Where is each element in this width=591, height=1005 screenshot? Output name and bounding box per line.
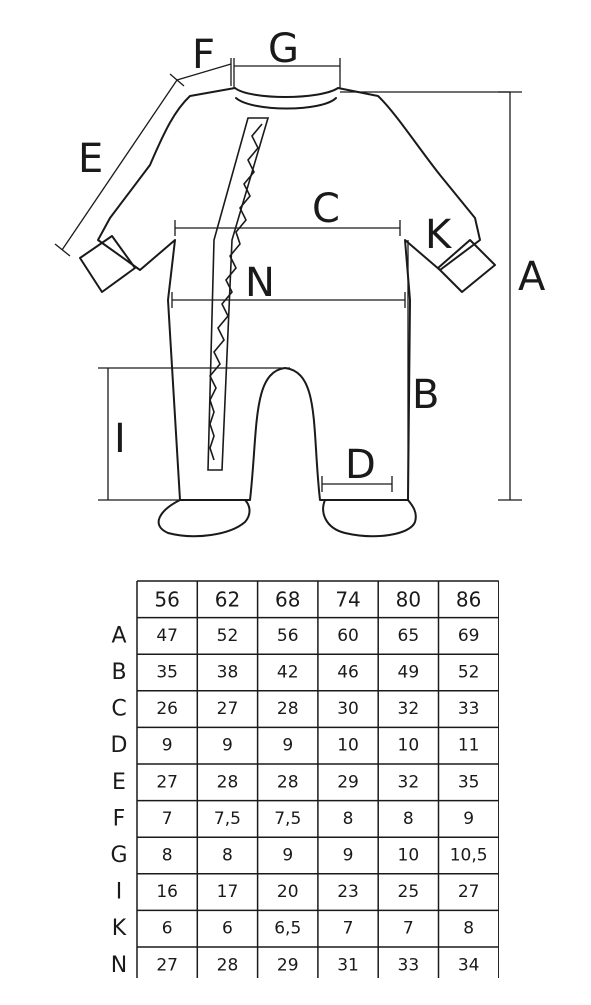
- table-cell: 29: [277, 955, 299, 975]
- table-grid: [136, 580, 499, 978]
- table-cell: 6,5: [274, 919, 301, 939]
- table-cell: 7,5: [214, 809, 241, 829]
- table-cell: 69: [458, 626, 480, 646]
- table-cell: 35: [458, 772, 480, 792]
- table-cell: 9: [162, 736, 173, 756]
- table-cell: 27: [217, 699, 239, 719]
- table-cell: 10,5: [450, 846, 488, 866]
- table-cell: 52: [458, 663, 480, 683]
- label-i: I: [114, 416, 126, 462]
- size-header: 86: [456, 587, 481, 611]
- table-cell: 9: [282, 846, 293, 866]
- table-cell: 8: [343, 809, 354, 829]
- size-header: 68: [275, 587, 300, 611]
- label-a: A: [518, 254, 546, 300]
- table-cell: 8: [403, 809, 414, 829]
- table-cell: 34: [458, 955, 480, 975]
- table-cell: 9: [463, 809, 474, 829]
- table-cell: 7,5: [274, 809, 301, 829]
- table-cell: 26: [156, 699, 178, 719]
- label-g: G: [268, 26, 299, 72]
- table-cell: 9: [282, 736, 293, 756]
- table-cell: 25: [398, 882, 420, 902]
- table-cell: 28: [217, 955, 239, 975]
- table-cell: 32: [398, 699, 420, 719]
- row-label: I: [116, 880, 123, 905]
- table-cell: 47: [156, 626, 178, 646]
- row-label: N: [111, 953, 127, 978]
- romper-outline: [97, 87, 481, 501]
- table-cell: 28: [217, 772, 239, 792]
- table-cell: 65: [398, 626, 420, 646]
- table-cell: 10: [398, 736, 420, 756]
- table-cell: 8: [162, 846, 173, 866]
- table-cell: 60: [337, 626, 359, 646]
- row-label: D: [111, 733, 128, 758]
- table-cell: 20: [277, 882, 299, 902]
- row-label: C: [111, 697, 126, 722]
- label-k: K: [425, 212, 453, 258]
- table-cell: 6: [222, 919, 233, 939]
- table-cell: 27: [156, 772, 178, 792]
- label-c: C: [312, 186, 340, 232]
- neckband: [235, 97, 337, 110]
- row-label: G: [110, 843, 127, 868]
- label-d: D: [345, 442, 376, 488]
- table-cell: 38: [217, 663, 239, 683]
- table-cell: 33: [398, 955, 420, 975]
- row-label: F: [113, 806, 126, 831]
- table-cell: 35: [156, 663, 178, 683]
- label-f: F: [192, 32, 215, 78]
- table-cell: 9: [343, 846, 354, 866]
- table-cell: 7: [162, 809, 173, 829]
- table-cell: 8: [222, 846, 233, 866]
- table-cell: 6: [162, 919, 173, 939]
- size-header: 56: [154, 587, 179, 611]
- row-label: E: [112, 770, 126, 795]
- label-e: E: [78, 136, 103, 182]
- size-header: 80: [396, 587, 421, 611]
- garment-diagram: A B C D E F G I K N: [54, 26, 546, 538]
- table-cell: 33: [458, 699, 480, 719]
- label-b: B: [412, 372, 439, 418]
- table-cell: 10: [337, 736, 359, 756]
- table-cell: 56: [277, 626, 299, 646]
- table-cell: 52: [217, 626, 239, 646]
- table-cell: 17: [217, 882, 239, 902]
- table-cell: 8: [463, 919, 474, 939]
- table-cell: 23: [337, 882, 359, 902]
- left-cuff: [79, 235, 136, 293]
- zipper: [207, 117, 270, 471]
- table-cell: 46: [337, 663, 359, 683]
- row-label: B: [111, 660, 126, 685]
- left-foot: [157, 499, 251, 538]
- row-label: A: [111, 623, 126, 648]
- label-n: N: [245, 260, 275, 306]
- table-cell: 10: [398, 846, 420, 866]
- table-cell: 7: [343, 919, 354, 939]
- table-cell: 28: [277, 699, 299, 719]
- size-header: 62: [215, 587, 240, 611]
- table-cell: 31: [337, 955, 359, 975]
- table-cell: 16: [156, 882, 178, 902]
- right-foot: [322, 499, 417, 538]
- table-cell: 7: [403, 919, 414, 939]
- table-cell: 30: [337, 699, 359, 719]
- size-header: 74: [335, 587, 360, 611]
- table-cell: 28: [277, 772, 299, 792]
- table-cell: 11: [458, 736, 480, 756]
- table-cell: 42: [277, 663, 299, 683]
- table-cell: 32: [398, 772, 420, 792]
- table-cell: 27: [156, 955, 178, 975]
- table-cell: 9: [222, 736, 233, 756]
- table-cell: 29: [337, 772, 359, 792]
- table-cell: 49: [398, 663, 420, 683]
- table-cell: 27: [458, 882, 480, 902]
- row-label: K: [112, 916, 127, 941]
